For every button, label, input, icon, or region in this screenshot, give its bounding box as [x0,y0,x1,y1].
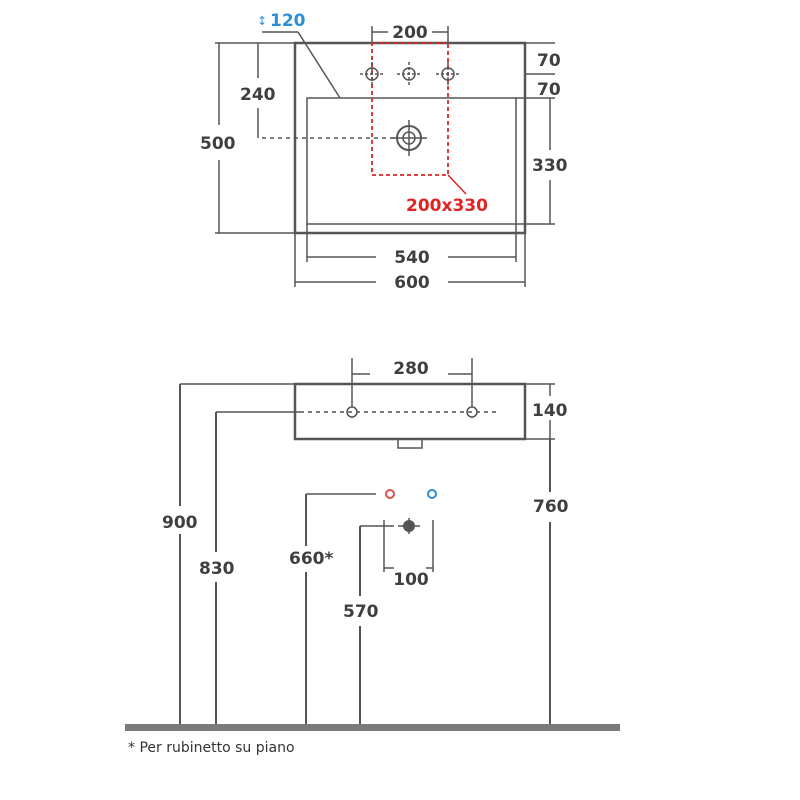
tap-hole-right [436,62,460,86]
hot-water-supply-icon [385,489,395,499]
dim-top-depth: 500 [200,42,295,234]
basin-inner-outline [306,97,517,225]
dim-front-tap-span-label: 280 [393,359,429,379]
top-view: 200x330 [200,11,568,293]
dim-waste-width-label: 100 [393,570,429,590]
front-view: 280 140 760 900 830 [125,358,620,731]
dim-deck-thickness: 120 ↕ [257,11,341,99]
install-area-leader [447,174,467,195]
dim-top-waste-offset: 240 [240,43,276,138]
dim-floor-to-top-label: 900 [162,513,198,533]
cold-water-supply-icon [427,489,437,499]
dim-floor-to-supply-label: 660* [289,549,333,569]
dim-floor-to-waste: 570 100 [343,518,434,724]
dim-top-bottom: 540 600 [294,224,526,293]
dim-tap-offset-top-label: 70 [537,51,561,71]
install-area-outline [371,42,449,176]
floor-line [125,724,620,731]
tap-hole-center [397,62,421,86]
dim-floor-to-bottom-label: 760 [533,497,569,517]
tap-hole-left [360,62,384,86]
dim-deck-thickness-label: 120 [270,11,306,31]
dim-basin-width-label: 540 [394,248,430,268]
dim-floor-to-taps-label: 830 [199,559,235,579]
dim-total-width-label: 600 [394,273,430,293]
dim-floor-to-top: 900 [162,383,295,724]
waste-hole [391,120,427,156]
dim-front-tap-span: 280 [351,358,473,407]
dim-top-waste-offset-label: 240 [240,85,276,105]
basin-front-outline [293,382,527,441]
up-down-arrow-icon: ↕ [257,14,267,28]
dim-floor-to-bottom: 760 [533,439,569,724]
dim-basin-depth-label: 330 [532,156,568,176]
dim-front-height: 140 [525,383,568,440]
dim-floor-to-taps: 830 [199,411,300,724]
waste-outlet [397,438,423,449]
footnote: * Per rubinetto su piano [128,740,295,756]
dim-top-tap-span: 200 [371,23,449,43]
dim-top-right: 70 70 330 [516,42,568,225]
dim-front-height-label: 140 [532,401,568,421]
dim-top-tap-span-label: 200 [392,23,428,43]
dim-tap-offset-second-label: 70 [537,80,561,100]
dim-floor-to-supply: 660* [289,489,437,724]
dim-top-depth-label: 500 [200,134,236,154]
install-area-label: 200x330 [406,196,488,216]
dim-floor-to-waste-label: 570 [343,602,379,622]
